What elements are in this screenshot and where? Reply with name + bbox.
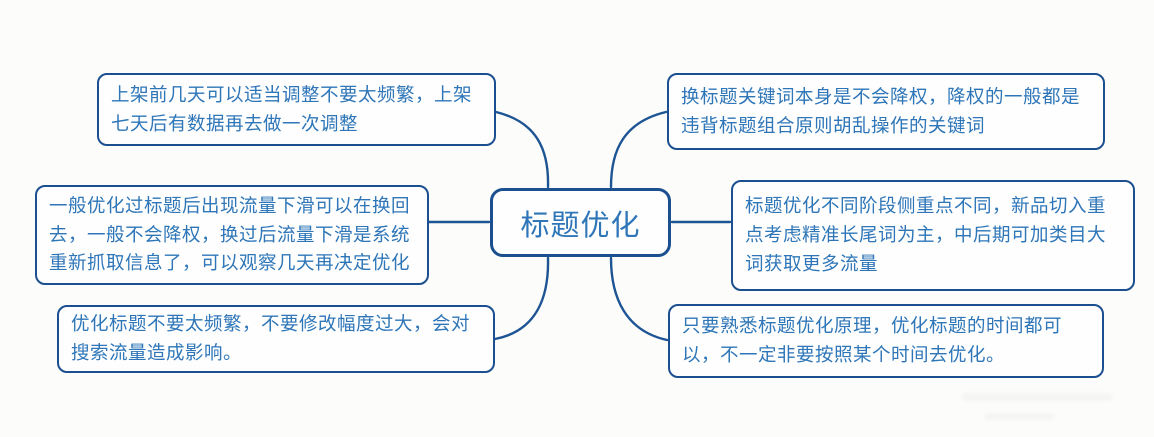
branch-node-left-top: 上架前几天可以适当调整不要太频繁，上架 七天后有数据再去做一次调整 xyxy=(97,73,496,146)
watermark-smudge xyxy=(984,413,1054,420)
connector-left-top xyxy=(494,110,550,189)
connector-right-top xyxy=(609,110,668,189)
branch-node-right-middle: 标题优化不同阶段侧重点不同，新品切入重 点考虑精准长尾词为主，中后期可加类目大 … xyxy=(731,180,1135,291)
faint-watermark xyxy=(956,387,1126,429)
root-node-title: 标题优化 xyxy=(490,188,671,257)
branch-node-left-bottom: 优化标题不要太频繁，不要修改幅度过大，会对 搜索流量造成影响。 xyxy=(57,305,495,373)
branch-node-left-middle: 一般优化过标题后出现流量下滑可以在换回 去，一般不会降权，换过后流量下滑是系统 … xyxy=(35,185,429,285)
branch-node-right-top: 换标题关键词本身是不会降权，降权的一般都是 违背标题组合原则胡乱操作的关键词 xyxy=(667,73,1105,150)
connector-right-bottom xyxy=(609,256,669,342)
watermark-smudge xyxy=(962,393,1112,401)
connector-left-bottom xyxy=(493,256,550,341)
branch-node-right-bottom: 只要熟悉标题优化原理，优化标题的时间都可 以，不一定非要按照某个时间去优化。 xyxy=(668,304,1104,378)
